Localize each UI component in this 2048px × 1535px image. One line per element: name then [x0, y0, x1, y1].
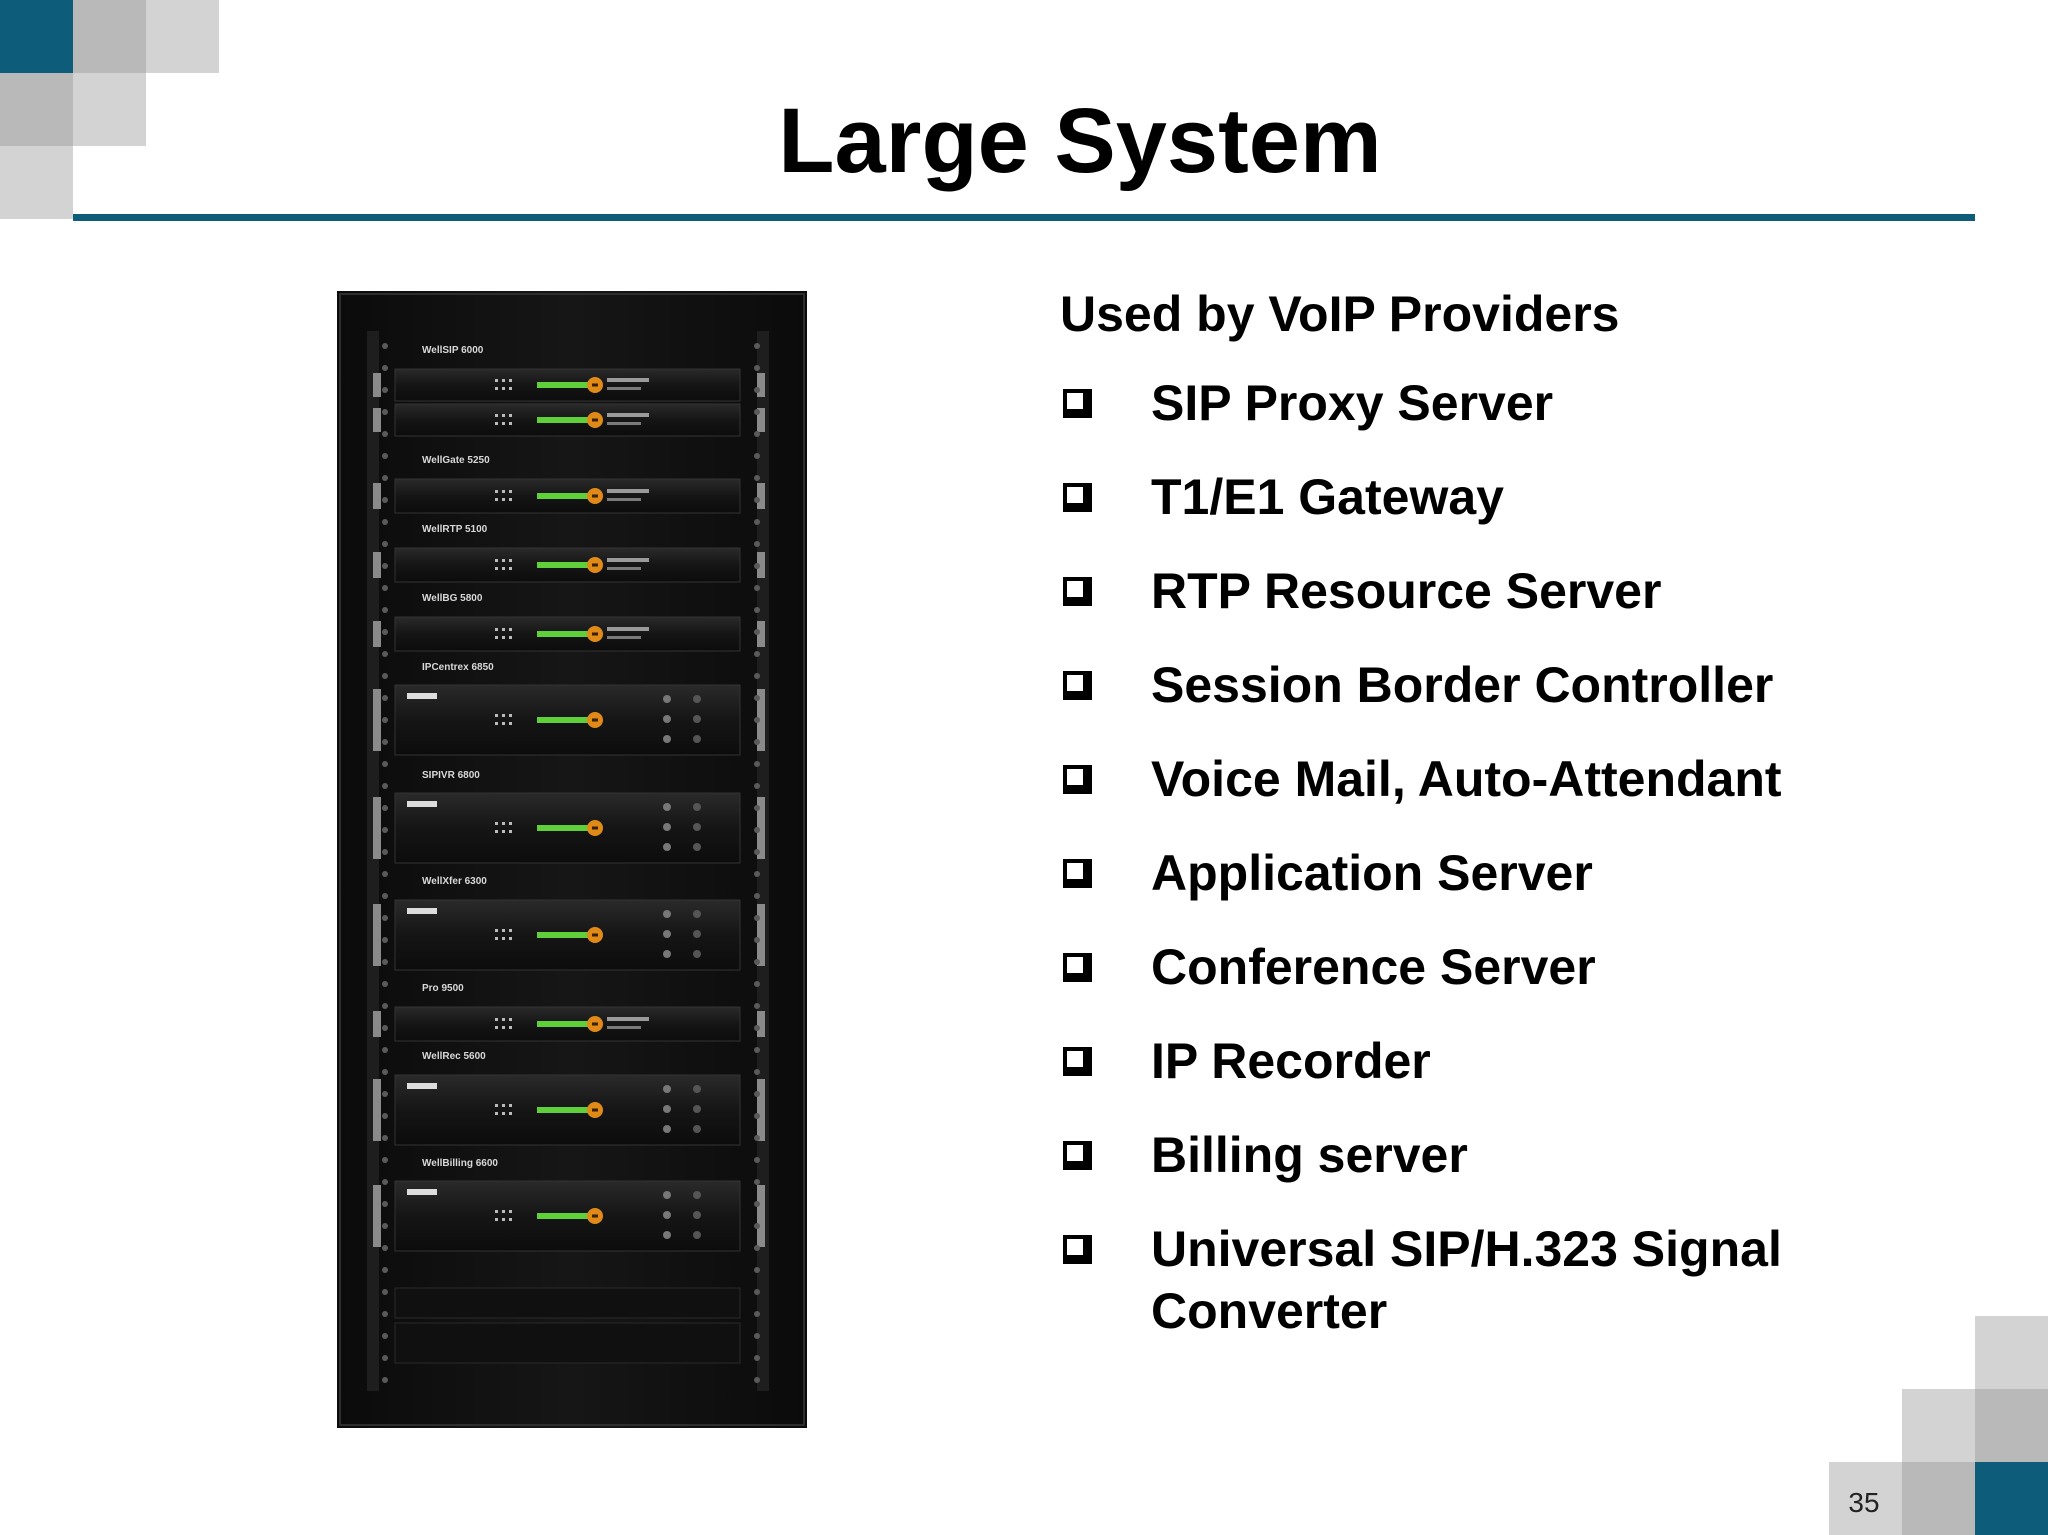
rack-unit-label: WellRec 5600 — [422, 1051, 486, 1062]
list-item: RTP Resource Server — [1060, 560, 1960, 622]
list-item: IP Recorder — [1060, 1030, 1960, 1092]
list-item: T1/E1 Gateway — [1060, 466, 1960, 528]
bullet-text: SIP Proxy Server — [1151, 375, 1554, 431]
corner-square — [1975, 1389, 2048, 1462]
list-item: Conference Server — [1060, 936, 1960, 998]
checkbox-square-icon — [1063, 859, 1092, 888]
page-number: 35 — [1848, 1487, 1880, 1518]
rack-unit-label: WellXfer 6300 — [422, 876, 487, 887]
corner-square — [0, 73, 73, 146]
corner-square — [1902, 1462, 1975, 1535]
checkbox-square-icon — [1063, 1235, 1092, 1264]
rack-unit-label: SIPIVR 6800 — [422, 770, 480, 781]
corner-square — [73, 73, 146, 146]
rack-unit-label: IPCentrex 6850 — [422, 662, 494, 673]
slide-title: Large System — [778, 90, 1382, 192]
list-item: Voice Mail, Auto-Attendant — [1060, 748, 1960, 810]
list-item: SIP Proxy Server — [1060, 372, 1960, 434]
corner-square-accent — [1975, 1462, 2048, 1535]
title-underline — [73, 214, 1975, 221]
rack-unit-label: WellRTP 5100 — [422, 524, 488, 535]
bullet-text: Universal SIP/H.323 Signal Converter — [1151, 1221, 1782, 1339]
corner-square — [1902, 1389, 1975, 1462]
checkbox-square-icon — [1063, 671, 1092, 700]
bullet-text: IP Recorder — [1151, 1033, 1431, 1089]
rack-unit-label: WellBG 5800 — [422, 593, 483, 604]
checkbox-square-icon — [1063, 765, 1092, 794]
checkbox-square-icon — [1063, 1141, 1092, 1170]
corner-square-accent — [0, 0, 73, 73]
bullet-text: Session Border Controller — [1151, 657, 1774, 713]
list-item: Universal SIP/H.323 Signal Converter — [1060, 1218, 1911, 1342]
checkbox-square-icon — [1063, 389, 1092, 418]
bullet-text: T1/E1 Gateway — [1151, 469, 1504, 525]
rack-unit-label: WellBilling 6600 — [422, 1158, 498, 1169]
corner-square — [146, 0, 219, 73]
rack-unit-label: WellGate 5250 — [422, 455, 490, 466]
checkbox-square-icon — [1063, 483, 1092, 512]
bullet-text: Voice Mail, Auto-Attendant — [1151, 751, 1782, 807]
list-item: Application Server — [1060, 842, 1960, 904]
corner-square — [0, 146, 73, 219]
rack-unit-label: Pro 9500 — [422, 983, 464, 994]
list-item: Billing server — [1060, 1124, 1960, 1186]
corner-square — [1975, 1316, 2048, 1389]
checkbox-square-icon — [1063, 577, 1092, 606]
rack-unit-label: WellSIP 6000 — [422, 345, 484, 356]
content-list: Used by VoIP Providers SIP Proxy Server … — [1060, 282, 1960, 1374]
bullet-list: SIP Proxy Server T1/E1 Gateway RTP Resou… — [1060, 372, 1960, 1342]
corner-square — [73, 0, 146, 73]
bullet-text: Billing server — [1151, 1127, 1468, 1183]
bullet-text: Application Server — [1151, 845, 1593, 901]
bullet-text: Conference Server — [1151, 939, 1596, 995]
corner-square — [1829, 1462, 1902, 1535]
list-item: Session Border Controller — [1060, 654, 1960, 716]
bullet-text: RTP Resource Server — [1151, 563, 1662, 619]
lead-text: Used by VoIP Providers — [1060, 286, 1620, 342]
checkbox-square-icon — [1063, 953, 1092, 982]
checkbox-square-icon — [1063, 1047, 1092, 1076]
